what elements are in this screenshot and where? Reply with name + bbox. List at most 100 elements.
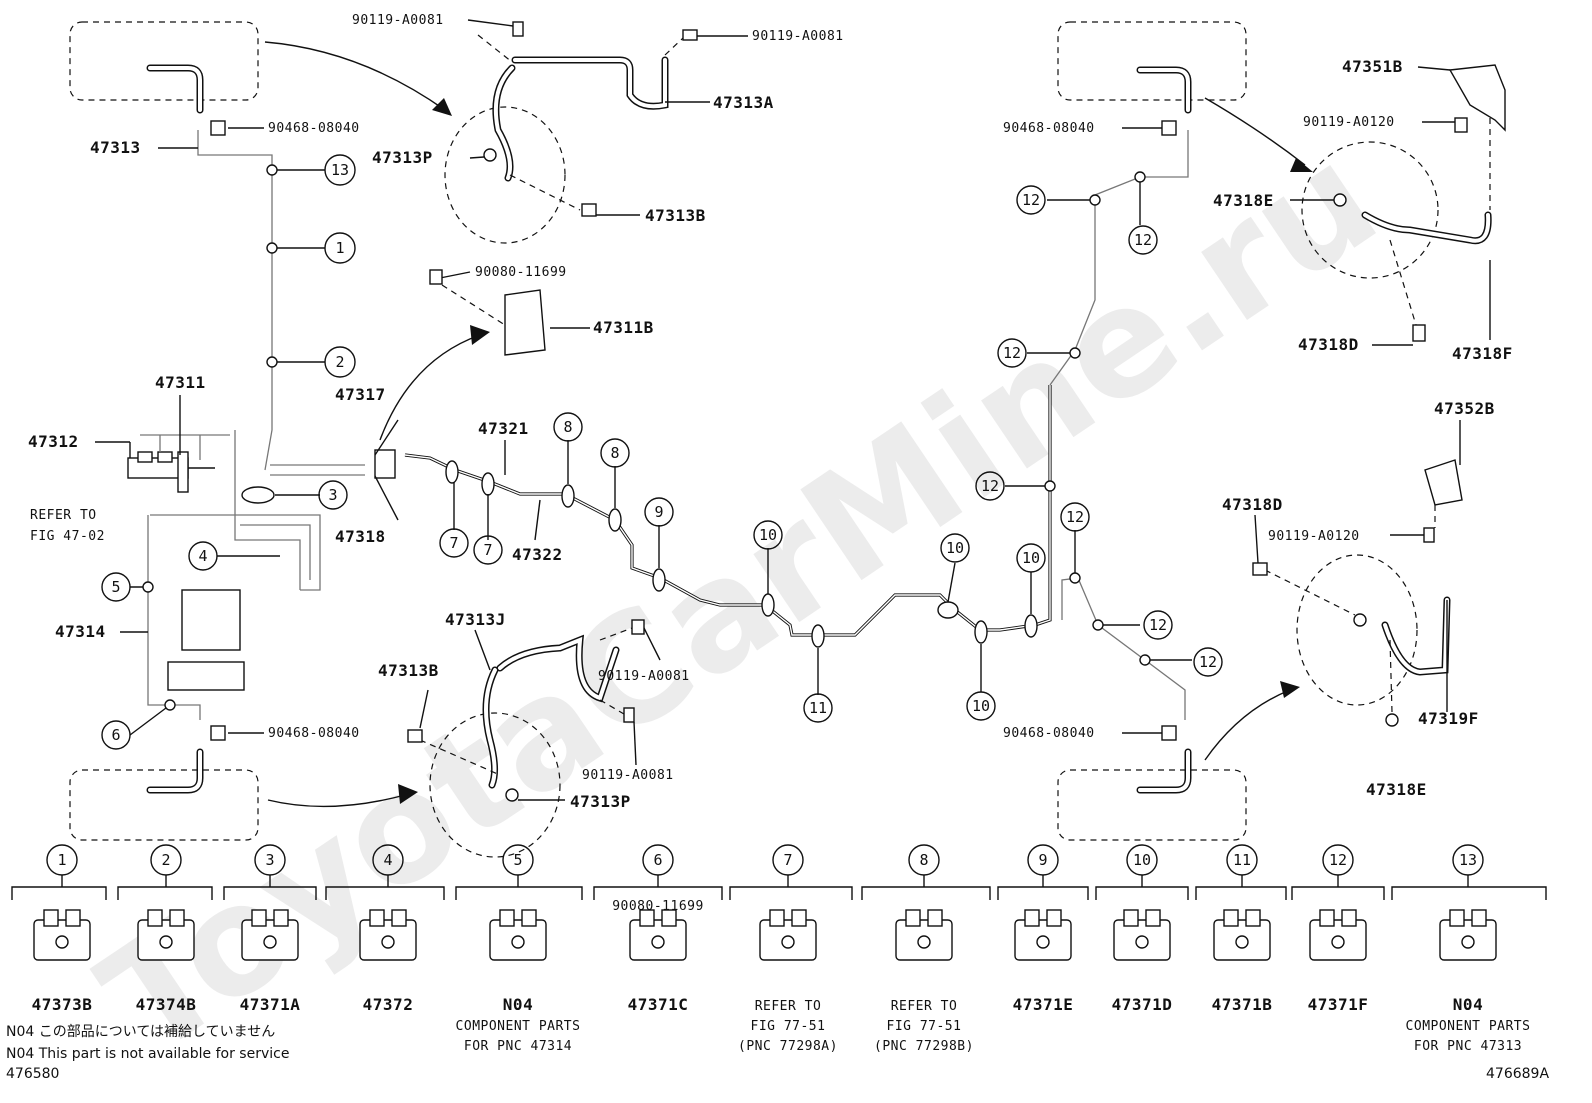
legend-num: 7	[783, 851, 792, 869]
clip-icon	[489, 909, 547, 961]
wheel-box-rear-right	[1057, 748, 1247, 841]
svg-text:1: 1	[335, 239, 344, 257]
callout-12c: 12	[997, 338, 1027, 368]
label-47319F: 47319F	[1418, 709, 1479, 728]
code-right: 476689A	[1486, 1066, 1549, 1082]
legend-num: 3	[265, 851, 274, 869]
clip-icon	[629, 909, 687, 961]
legend-num: 12	[1329, 851, 1347, 869]
legend-desc: FOR PNC 47314	[464, 1039, 572, 1054]
note-jp: N04 この部品については補給していません	[6, 1024, 275, 1040]
detail-rear-left	[407, 619, 645, 858]
legend-desc: FOR PNC 47313	[1414, 1039, 1522, 1054]
callout-8b: 8	[600, 438, 630, 468]
clip-icon	[359, 909, 417, 961]
callout-12b: 12	[1128, 225, 1158, 255]
legend-num: 9	[1038, 851, 1047, 869]
legend-part: 47371D	[1112, 995, 1173, 1014]
legend-desc: FIG 77-51	[887, 1019, 962, 1034]
callout-10a: 10	[753, 520, 783, 550]
note-en: N04 This part is not available for servi…	[6, 1046, 289, 1062]
part-labels: 47313 90468-08040 90119-A0081 90119-A008…	[28, 13, 1513, 811]
svg-text:12: 12	[1149, 616, 1167, 634]
legend-num: 10	[1133, 851, 1151, 869]
callout-11: 11	[803, 693, 833, 723]
label-90080-top: 90080-11699	[475, 265, 567, 280]
legend-item-1: 1 47373B	[11, 844, 107, 1014]
leader-lines	[95, 19, 1491, 801]
legend-item-12: 12 47371F	[1291, 844, 1385, 1014]
callout-10c: 10	[966, 691, 996, 721]
legend-part: 47373B	[32, 995, 93, 1014]
clip-icon	[1439, 909, 1497, 961]
label-47313A: 47313A	[713, 93, 774, 112]
master-cylinder	[127, 430, 365, 691]
label-47318: 47318	[335, 527, 386, 546]
legend-part: N04	[1453, 995, 1483, 1014]
label-47311B: 47311B	[593, 318, 654, 337]
legend-num: 6	[653, 851, 662, 869]
legend-num: 1	[57, 851, 66, 869]
callout-circles: 13 1 2 3 4 5 6 7 7 8 8 9 10 11 10 10 10 …	[101, 154, 1223, 750]
svg-text:7: 7	[483, 541, 492, 559]
label-90119-a: 90119-A0081	[352, 13, 444, 28]
clip-icon	[1014, 909, 1072, 961]
label-47321: 47321	[478, 419, 529, 438]
label-47317: 47317	[335, 385, 386, 404]
callout-12d: 12	[975, 471, 1005, 501]
label-47322: 47322	[512, 545, 563, 564]
label-47318F: 47318F	[1452, 344, 1513, 363]
svg-text:9: 9	[654, 503, 663, 521]
legend-desc: COMPONENT PARTS	[1406, 1019, 1531, 1034]
callout-12f: 12	[1143, 610, 1173, 640]
legend-part: N04	[503, 995, 533, 1014]
svg-text:6: 6	[111, 726, 120, 744]
callout-6: 6	[101, 720, 131, 750]
svg-text:10: 10	[759, 526, 777, 544]
svg-text:12: 12	[1003, 344, 1021, 362]
label-90468-tr: 90468-08040	[1003, 121, 1095, 136]
legend-desc: (PNC 77298A)	[738, 1039, 838, 1054]
callout-10b: 10	[940, 533, 970, 563]
label-refer-2: FIG 47-02	[30, 529, 105, 544]
legend-part: 47371F	[1308, 995, 1369, 1014]
arrows	[264, 41, 1313, 808]
callout-4: 4	[188, 541, 218, 571]
label-47313: 47313	[90, 138, 141, 157]
wheel-box-rear-left	[69, 748, 259, 841]
label-90119-c: 90119-A0081	[598, 669, 690, 684]
callout-3: 3	[318, 480, 348, 510]
label-90119-f: 90119-A0120	[1268, 529, 1360, 544]
label-47318D-top: 47318D	[1298, 335, 1359, 354]
svg-text:10: 10	[972, 697, 990, 715]
label-90119-b: 90119-A0081	[752, 29, 844, 44]
legend-part: 47371A	[240, 995, 301, 1014]
clip-icon	[33, 909, 91, 961]
label-47318E-top: 47318E	[1213, 191, 1274, 210]
label-90468-tl: 90468-08040	[268, 121, 360, 136]
svg-text:7: 7	[449, 534, 458, 552]
svg-text:12: 12	[1199, 653, 1217, 671]
clip-icon	[1309, 909, 1367, 961]
legend-desc: FIG 77-51	[751, 1019, 826, 1034]
clip-icon	[759, 909, 817, 961]
notes: N04 この部品については補給していません N04 This part is n…	[6, 1024, 1549, 1082]
svg-text:3: 3	[328, 486, 337, 504]
legend-part: 47374B	[136, 995, 197, 1014]
clip-icon	[895, 909, 953, 961]
clip-icon	[1113, 909, 1171, 961]
label-47311: 47311	[155, 373, 206, 392]
legend-desc: (PNC 77298B)	[874, 1039, 974, 1054]
callout-9: 9	[644, 497, 674, 527]
legend-part: 47371B	[1212, 995, 1273, 1014]
callout-1: 1	[324, 232, 356, 264]
svg-text:10: 10	[946, 539, 964, 557]
legend-desc: COMPONENT PARTS	[456, 1019, 581, 1034]
pipe-routes	[147, 130, 1189, 720]
legend-num: 4	[383, 851, 392, 869]
